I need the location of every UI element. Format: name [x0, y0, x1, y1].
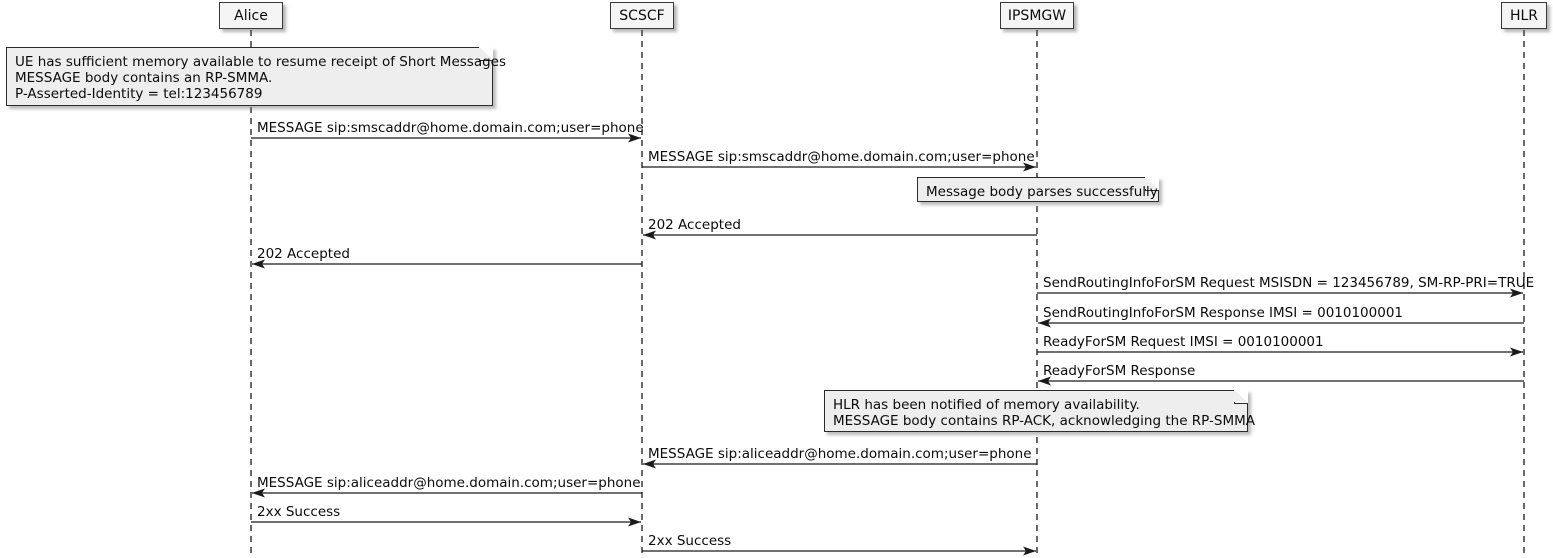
arrowhead-msg-1	[628, 133, 641, 143]
arrowhead-msg-11	[628, 517, 641, 527]
message-label-msg-10: MESSAGE sip:aliceaddr@home.domain.com;us…	[257, 475, 641, 491]
arrowhead-msg-9	[643, 459, 656, 469]
note-text: UE has sufficient memory available to re…	[15, 54, 506, 102]
note-parse-ok: Message body parses successfully	[917, 175, 1160, 202]
message-label-msg-1: MESSAGE sip:smscaddr@home.domain.com;use…	[257, 120, 644, 136]
note-ue-memory: UE has sufficient memory available to re…	[6, 45, 506, 106]
participant-label: Alice	[234, 7, 268, 24]
note-hlr-notified: HLR has been notified of memory availabi…	[824, 388, 1255, 432]
lifelines-group	[250, 30, 1525, 558]
note-line: MESSAGE body contains RP-ACK, acknowledg…	[833, 413, 1255, 429]
message-label-msg-11: 2xx Success	[257, 504, 341, 520]
note-line: HLR has been notified of memory availabi…	[833, 397, 1140, 413]
message-label-msg-6: SendRoutingInfoForSM Response IMSI = 001…	[1043, 305, 1404, 321]
message-label-msg-8: ReadyForSM Response	[1043, 363, 1196, 379]
participant-label: IPSMGW	[1007, 7, 1067, 24]
arrowhead-msg-12	[1023, 546, 1036, 556]
arrowhead-msg-4	[252, 259, 265, 269]
arrowhead-msg-3	[643, 230, 656, 240]
message-label-msg-5: SendRoutingInfoForSM Request MSISDN = 12…	[1043, 275, 1535, 291]
message-label-msg-12: 2xx Success	[648, 533, 732, 549]
note-text: Message body parses successfully	[926, 184, 1158, 200]
arrowhead-msg-8	[1038, 376, 1051, 386]
note-line: UE has sufficient memory available to re…	[15, 54, 506, 70]
participant-label: HLR	[1509, 7, 1539, 24]
message-arrows-group	[251, 133, 1524, 556]
arrowhead-msg-10	[252, 488, 265, 498]
arrowhead-msg-7	[1510, 347, 1523, 357]
participant-label: SCSCF	[619, 7, 665, 24]
note-line: MESSAGE body contains an RP-SMMA.	[15, 70, 273, 86]
message-label-msg-3: 202 Accepted	[648, 217, 741, 233]
arrowhead-msg-5	[1510, 288, 1523, 298]
participant-hlr[interactable]: HLR	[1501, 2, 1547, 29]
note-fold-corner-icon	[1233, 388, 1249, 404]
message-label-msg-7: ReadyForSM Request IMSI = 0010100001	[1043, 334, 1324, 350]
arrowhead-msg-2	[1023, 162, 1036, 172]
message-label-msg-2: MESSAGE sip:smscaddr@home.domain.com;use…	[648, 149, 1035, 165]
note-line: Message body parses successfully	[926, 184, 1158, 200]
participant-scscf[interactable]: SCSCF	[610, 2, 674, 29]
participant-alice[interactable]: Alice	[219, 2, 283, 29]
note-fold-corner-icon	[1144, 175, 1160, 191]
message-label-msg-9: MESSAGE sip:aliceaddr@home.domain.com;us…	[648, 446, 1032, 462]
message-label-msg-4: 202 Accepted	[257, 246, 350, 262]
note-fold-corner-icon	[478, 45, 494, 61]
participant-ipsmgw[interactable]: IPSMGW	[1000, 2, 1074, 29]
note-line: P-Asserted-Identity = tel:123456789	[15, 86, 263, 102]
note-text: HLR has been notified of memory availabi…	[833, 397, 1255, 429]
arrowhead-msg-6	[1038, 318, 1051, 328]
